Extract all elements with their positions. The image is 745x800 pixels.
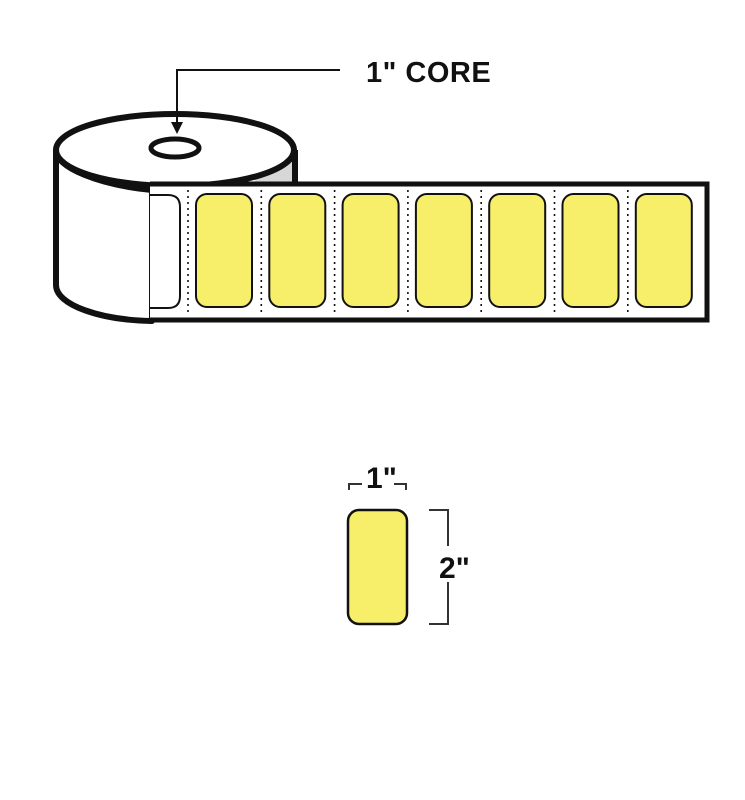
strip-label [561,193,620,308]
strip-lead-edge [150,194,181,309]
strip-label [414,193,473,308]
strip-label [634,193,693,308]
dimension-detail: 1" 2" [346,462,473,626]
strip-label [268,193,327,308]
single-label [346,508,409,626]
core-hole-icon [148,136,202,160]
core-label: 1" CORE [366,57,491,89]
core-arrowhead-icon [171,122,183,134]
label-height-label: 2" [439,552,470,585]
strip-label [195,193,253,308]
strip-label [341,193,400,308]
core-leader-line [176,69,340,125]
strip-labels [195,193,693,308]
label-strip [150,181,710,323]
label-width-label: 1" [366,462,397,495]
width-label-bg [362,470,394,494]
core-callout: 1" CORE [171,57,491,134]
height-label-bg [437,546,473,582]
strip-label [488,193,547,308]
